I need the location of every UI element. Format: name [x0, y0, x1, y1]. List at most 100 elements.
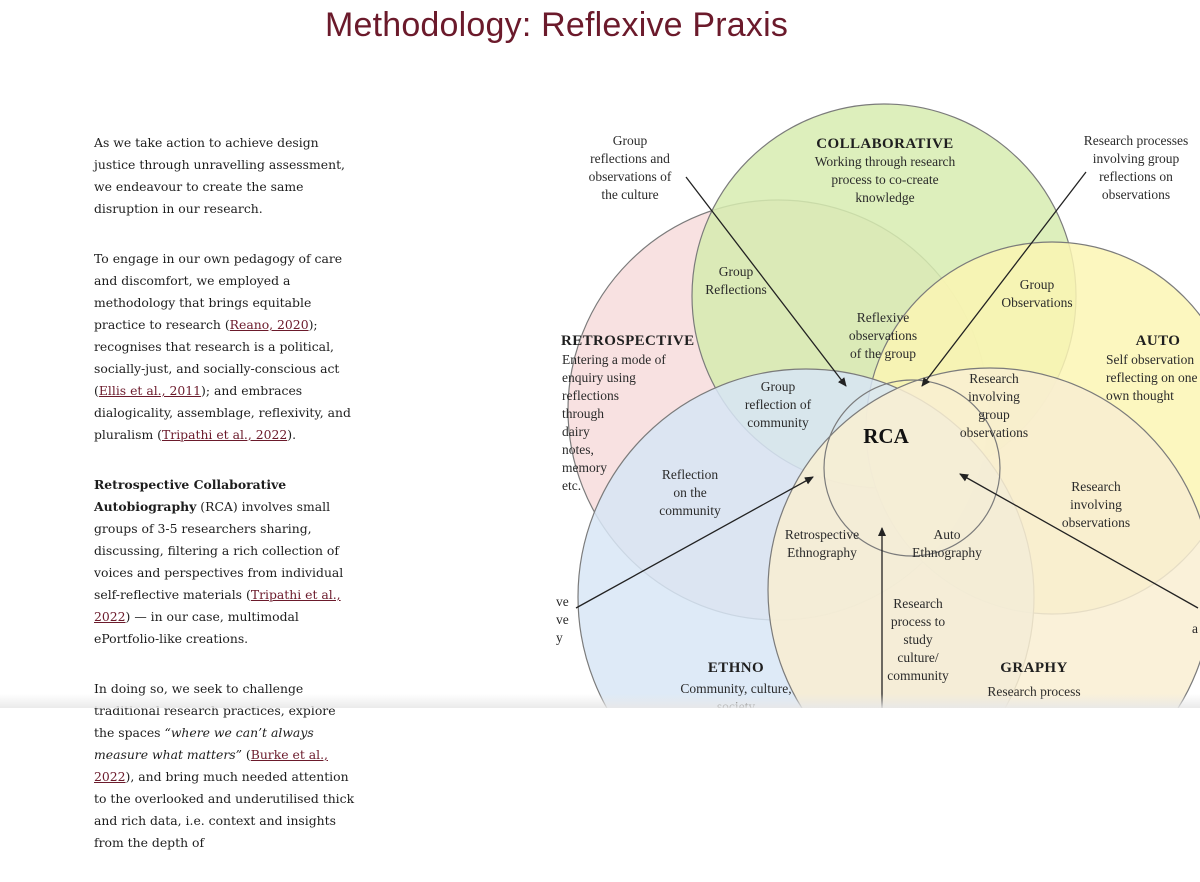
arrow-top-left [685, 176, 847, 387]
label-line: culture/ [897, 650, 938, 665]
body-text: As we take action to achieve design just… [94, 132, 356, 882]
label-line: own thought [1106, 388, 1174, 403]
label-line: memory [562, 460, 607, 475]
label-line: Research [893, 596, 943, 611]
label-line: Observations [1001, 295, 1072, 310]
label-line: ve [556, 594, 569, 609]
research-group-observations-label: Research involving group observations [960, 371, 1028, 440]
label-line: Ethnography [912, 545, 982, 560]
group-reflection-community-label: Group reflection of community [745, 379, 812, 430]
label-line: observations [960, 425, 1028, 440]
label-line: observations [1102, 187, 1170, 202]
label-line: process to [891, 614, 946, 629]
text-segment: ), and bring much needed attention to th… [94, 769, 355, 850]
arrow-bottom-right [959, 473, 1199, 609]
label-line: Group [719, 264, 754, 279]
label-line: community [747, 415, 809, 430]
label-line: through [562, 406, 604, 421]
label-line: ve [556, 612, 569, 627]
label-line: the culture [601, 187, 658, 202]
auto-desc: Self observation reflecting on one own tho… [1106, 352, 1197, 403]
edge-fragment-right: a [1192, 621, 1198, 636]
label-line: Research processes [1084, 133, 1189, 148]
citation-reano-link[interactable]: Reano, 2020 [229, 317, 309, 332]
label-line: process to co-create [831, 172, 938, 187]
arrow-top-right [921, 171, 1087, 387]
label-line: Working through research [815, 154, 956, 169]
text-segment: ) — in our case, multimodal ePortfolio-l… [94, 609, 299, 646]
paragraph-intro: As we take action to achieve design just… [94, 135, 345, 216]
graphy-title: GRAPHY [1000, 660, 1067, 676]
label-line: Reflexive [857, 310, 909, 325]
ethno-title: ETHNO [708, 660, 764, 676]
label-line: on the [673, 485, 706, 500]
label-line: Group [761, 379, 796, 394]
label-line: Reflections [705, 282, 766, 297]
edge-fragment-left: ve ve y [556, 594, 569, 645]
label-line: involving [1070, 497, 1122, 512]
label-line: Retrospective [785, 527, 859, 542]
text-segment: (RCA) involves small groups of 3-5 resea… [94, 499, 344, 602]
research-process-study-label: Research process to study culture/community [887, 596, 949, 683]
text-segment: ). [287, 427, 297, 442]
label-line: community [887, 668, 949, 683]
rca-center-label: RCA [863, 424, 909, 448]
rca-center-circle [823, 379, 1001, 557]
label-line: notes, [562, 442, 594, 457]
label-line: Research [1071, 479, 1121, 494]
citation-ellis-link[interactable]: Ellis et al., 2011 [98, 383, 202, 398]
label-line: reflecting on one [1106, 370, 1197, 385]
label-line: Group [613, 133, 648, 148]
label-line: enquiry using [562, 370, 636, 385]
collaborative-desc: Working through research process to co-cr… [815, 154, 956, 205]
rca-venn-diagram: COLLABORATIVE Working through research pr… [556, 102, 1200, 708]
citation-tripathi-link[interactable]: Tripathi et al., 2022 [162, 427, 288, 442]
label-line: y [556, 630, 563, 645]
label-line: Reflection [662, 467, 718, 482]
label-line: Auto [934, 527, 961, 542]
graphy-circle [767, 367, 1200, 708]
arrow-bottom-left [575, 476, 814, 609]
label-line: reflections [562, 388, 619, 403]
label-line: reflections and [590, 151, 670, 166]
label-line: of the group [850, 346, 916, 361]
label-line: study [903, 632, 933, 647]
auto-title: AUTO [1136, 333, 1181, 349]
label-line: Community, culture, [680, 681, 791, 696]
text-segment: ); and embraces dialogicality, assemblag… [94, 383, 351, 442]
paragraph-rca: Retrospective Collaborative Autobiograph… [94, 474, 356, 650]
label-line: involving group [1093, 151, 1180, 166]
citation-tripathi-2-link[interactable]: Tripathi et al., 2022 [94, 587, 341, 624]
retrospective-title: RETROSPECTIVE [561, 333, 695, 349]
retrospective-desc: Entering a mode of enquiry using reflectio… [562, 352, 666, 493]
label-line: group [978, 407, 1010, 422]
collaborative-title: COLLABORATIVE [816, 136, 953, 152]
rca-term: Retrospective Collaborative Autobiograph… [94, 477, 287, 514]
label-line: etc. [562, 478, 581, 493]
label-line: observations of [589, 169, 672, 184]
label-line: knowledge [855, 190, 914, 205]
label-line: reflections on [1099, 169, 1173, 184]
label-line: involving [968, 389, 1020, 404]
text-segment: To engage in our own pedagogy of care an… [94, 251, 343, 332]
page-title: Methodology: Reflexive Praxis [324, 6, 789, 44]
callout-top-left: Group reflections and observations of the c… [589, 133, 672, 202]
label-line: Self observation [1106, 352, 1194, 367]
label-line: dairy [562, 424, 590, 439]
label-line: reflection of [745, 397, 812, 412]
paragraph-methodology: To engage in our own pedagogy of care an… [94, 248, 356, 446]
text-segment: ); recognises that research is a politic… [94, 317, 340, 398]
label-line: Entering a mode of [562, 352, 666, 367]
label-line: Research [969, 371, 1019, 386]
reflection-community-label: Reflection on the community [659, 467, 721, 518]
bottom-fade [0, 694, 1200, 708]
callout-top-right: Research processes involving group reflect… [1084, 133, 1189, 202]
label-line: Group [1020, 277, 1055, 292]
label-line: community [659, 503, 721, 518]
